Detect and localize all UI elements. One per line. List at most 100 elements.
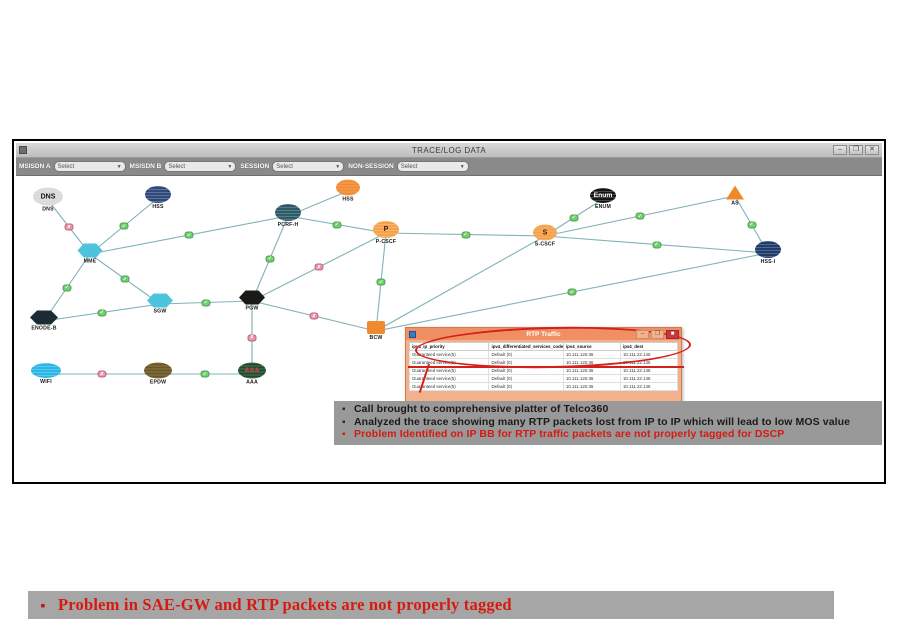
rtp-table-container: ipv4_ip_priority ipv4_differentiated_ser… <box>406 340 681 394</box>
minimize-button[interactable]: – <box>833 145 847 155</box>
filter-label-non-session: NON-SESSION <box>348 163 394 170</box>
window-controls: – ❐ ✕ <box>833 145 882 155</box>
bullet-icon: ▪ <box>342 429 346 440</box>
select-msisdn-b[interactable]: Select ▼ <box>164 161 237 172</box>
link-error-icon: ✗ <box>314 263 324 271</box>
callout-text-2: Analyzed the trace showing many RTP pack… <box>354 415 851 428</box>
filter-msisdn-b: MSISDN B Select ▼ <box>130 161 237 172</box>
topology-node-hssi[interactable]: HSS-I <box>755 241 781 265</box>
topology-node-bcw[interactable]: BCW <box>367 321 385 341</box>
link-ok-icon: ✓ <box>652 241 661 248</box>
node-icon-pgw <box>239 290 265 305</box>
table-row[interactable]: Guaranteed service(5)Default (0)10.111.1… <box>408 350 679 359</box>
select-non-session[interactable]: Select ▼ <box>396 161 469 172</box>
node-label-wifi: WIFI <box>40 379 52 385</box>
topology-node-wifi[interactable]: WIFI <box>31 363 61 385</box>
column-header-dest[interactable]: ipv4_dest <box>619 342 679 351</box>
link-error-icon: ✗ <box>247 334 257 341</box>
topology-node-hss2[interactable]: HSS <box>336 179 360 203</box>
chevron-down-icon: ▼ <box>459 163 465 170</box>
node-icon-enum: Enum <box>590 188 616 203</box>
node-icon-enodeb <box>30 310 58 325</box>
link-ok-icon: ✓ <box>184 231 194 239</box>
topology-link <box>375 235 546 332</box>
link-ok-icon: ✓ <box>567 288 577 296</box>
node-icon-epdw <box>144 362 172 379</box>
link-ok-icon: ✓ <box>97 309 107 316</box>
column-header-dscp[interactable]: ipv4_differentiated_services_codepoint <box>488 342 564 351</box>
topology-node-epdw[interactable]: EPDW <box>144 362 172 386</box>
callout-bullet-3: ▪ Problem Identified on IP BB for RTP tr… <box>338 428 880 441</box>
table-row[interactable]: Guaranteed service(5)Default (0)10.111.1… <box>408 366 679 375</box>
node-label-hssi: HSS-I <box>760 259 776 265</box>
chevron-down-icon: ▼ <box>335 163 341 170</box>
topology-node-sgw[interactable]: SGW <box>147 293 173 315</box>
select-msisdn-a[interactable]: Select ▼ <box>53 161 126 172</box>
filter-toolbar: MSISDN A Select ▼ MSISDN B Select ▼ SESS… <box>16 158 882 176</box>
bullet-icon: ▪ <box>40 597 46 613</box>
node-label-sgw: SGW <box>153 308 167 315</box>
node-label-enum: ENUM <box>594 204 612 210</box>
window-icon <box>19 146 27 154</box>
link-error-icon: ✗ <box>97 370 107 378</box>
select-non-session-value: Select <box>400 163 418 170</box>
column-header-source[interactable]: ipv4_source <box>562 342 621 351</box>
callout-text-3: Problem Identified on IP BB for RTP traf… <box>354 428 785 440</box>
cell-dscp: Default (0) <box>488 358 564 367</box>
topology-node-pcrfh[interactable]: PCRF-H <box>275 204 301 228</box>
analysis-callout: ▪ Call brought to comprehensive platter … <box>334 401 882 445</box>
topology-node-enodeb[interactable]: ENODE-B <box>30 310 58 332</box>
node-label-pcscf: P-CSCF <box>375 239 397 245</box>
select-session-value: Select <box>276 163 293 170</box>
rtp-close-button[interactable]: ■ <box>666 329 679 339</box>
link-ok-icon: ✓ <box>635 212 645 220</box>
topology-node-mme[interactable]: MME <box>77 243 103 265</box>
cell-dest: 10.111.22.145 <box>619 382 679 391</box>
node-label-aaa: AAA <box>246 379 258 386</box>
window-icon <box>409 330 416 338</box>
chevron-down-icon: ▼ <box>227 163 233 170</box>
table-row[interactable]: Guaranteed service(5)Default (0)10.111.1… <box>408 358 679 367</box>
topology-node-as[interactable]: AS <box>726 185 744 207</box>
callout-bullet-2: ▪ Analyzed the trace showing many RTP pa… <box>338 415 880 429</box>
node-label-pgw: PGW <box>245 305 259 312</box>
filter-label-session: SESSION <box>240 163 270 170</box>
table-row[interactable]: Guaranteed service(5)Default (0)10.111.1… <box>408 382 679 391</box>
cell-source: 10.111.120.36 <box>562 382 621 391</box>
network-topology-canvas[interactable]: ✗✓✓✓✓✓✗✓✓✓✓✗✗✗✓✓✓✓✓✓✓✓ DNSDNSHSSMMEENODE… <box>16 176 882 445</box>
table-row[interactable]: Guaranteed service(5)Default (0)10.111.1… <box>408 374 679 383</box>
link-ok-icon: ✓ <box>265 255 275 262</box>
node-icon-hss2 <box>336 179 360 196</box>
close-button[interactable]: ✕ <box>865 145 879 155</box>
conclusion-text: Problem in SAE-GW and RTP packets are no… <box>58 595 512 614</box>
rtp-traffic-window: RTP Traffic – ❐ ■ ipv4_ip_priority ipv4_… <box>405 327 682 402</box>
select-session[interactable]: Select ▼ <box>272 161 345 172</box>
node-icon-pcrfh <box>275 204 301 221</box>
bullet-icon: ▪ <box>342 404 346 415</box>
link-ok-icon: ✓ <box>747 221 756 228</box>
window-title: TRACE/LOG DATA <box>411 145 487 155</box>
maximize-button[interactable]: ❐ <box>849 145 863 155</box>
cell-dest: 10.111.22.145 <box>619 374 679 383</box>
link-ok-icon: ✓ <box>120 275 130 283</box>
cell-dscp: Default (0) <box>488 382 564 391</box>
cell-dest: 10.111.22.145 <box>619 350 679 359</box>
topology-node-hss[interactable]: HSS <box>145 186 171 210</box>
node-icon-bcw <box>367 321 385 334</box>
rtp-titlebar: RTP Traffic – ❐ ■ <box>406 328 681 340</box>
window-titlebar: TRACE/LOG DATA – ❐ ✕ <box>16 143 882 158</box>
node-label-epdw: EPDW <box>149 379 167 386</box>
node-icon-as <box>726 185 744 200</box>
rtp-restore-button[interactable]: ❐ <box>651 329 664 339</box>
column-header-ip-priority[interactable]: ipv4_ip_priority <box>408 342 490 351</box>
link-ok-icon: ✓ <box>332 221 342 228</box>
trace-log-window: TRACE/LOG DATA – ❐ ✕ MSISDN A Select ▼ M… <box>16 143 882 445</box>
rtp-minimize-button[interactable]: – <box>636 329 649 339</box>
topology-node-pgw[interactable]: PGW <box>239 290 265 312</box>
rtp-traffic-table: ipv4_ip_priority ipv4_differentiated_ser… <box>408 342 679 391</box>
